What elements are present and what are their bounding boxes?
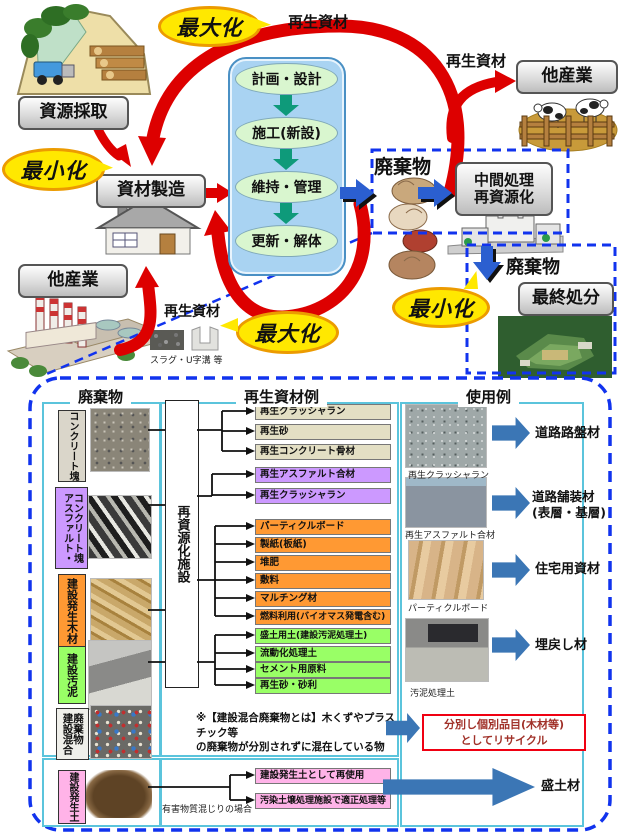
recycled-material-label-right: 再生資材	[446, 52, 507, 70]
intermediate-processing-box: 中間処理 再資源化	[455, 162, 553, 216]
truck-silhouette	[428, 624, 478, 642]
material-box: 燃料利用(バイオマス発電含む)	[255, 609, 391, 625]
material-box: 製紙(板紙)	[255, 537, 391, 553]
house-illustration	[94, 196, 202, 255]
material-box: 汚染土壌処理施設で適正処理等	[255, 793, 391, 809]
material-box: 盛土用土(建設汚泥処理土)	[255, 628, 391, 644]
table-connectors	[148, 410, 246, 801]
waste-label-soil: 建設発生土	[58, 770, 86, 824]
stage-maintenance: 維持・管理	[235, 171, 338, 203]
material-manufacturing-box: 資材製造	[96, 174, 206, 208]
minimize-balloon-right: 最小化	[392, 287, 490, 328]
usage-label-roadbase: 道路路盤材	[535, 426, 601, 441]
mixed-waste-photo	[90, 705, 152, 759]
waste-label-wood: 建設発生木材	[58, 574, 86, 648]
recycled-material-label-top: 再生資材	[288, 13, 349, 31]
treated-sludge-caption: 汚泥処理土	[410, 689, 456, 699]
farm-illustration	[518, 98, 618, 152]
crusher-run-photo	[405, 404, 487, 468]
usage-label-embankment: 盛土材	[541, 779, 581, 794]
material-box: 敷料	[255, 573, 391, 589]
stage-renewal-demolition: 更新・解体	[235, 225, 338, 257]
asphalt-mix-caption: 再生アスファルト合材	[405, 531, 496, 541]
material-box: 再生砂	[255, 424, 391, 440]
material-box: 建設発生土として再使用	[255, 768, 391, 784]
crusher-run-caption: 再生クラッシャラン	[408, 471, 490, 481]
particle-board-caption: パーティクルボード	[408, 604, 489, 614]
recycling-facility-box: 再資源化施設	[165, 400, 199, 688]
waste-label-right: 廃棄物	[506, 257, 560, 278]
other-industry-left-box: 他産業	[18, 264, 128, 298]
recycled-material-label-bottomleft: 再生資材	[164, 304, 220, 320]
sludge-photo	[88, 640, 152, 710]
material-box: 再生コンクリート骨材	[255, 444, 391, 460]
concrete-rubble-photo	[90, 408, 150, 472]
material-box: セメント用原料	[255, 662, 391, 678]
waste-label-sludge: 建設汚泥	[58, 646, 86, 704]
flow-blue-arrows	[340, 179, 504, 283]
slag-caption: スラグ・U字溝 等	[150, 356, 223, 366]
final-disposal-box: 最終処分	[518, 282, 614, 316]
asphalt-lump-photo	[88, 495, 152, 559]
particle-board-photo	[408, 540, 484, 600]
waste-label-concrete: コンクリート塊	[58, 410, 86, 482]
u-channel-illustration	[191, 326, 219, 351]
material-box: 流動化処理土	[255, 646, 391, 662]
hazard-caption: 有害物質混じりの場合	[162, 805, 253, 815]
usage-label-housing: 住宅用資材	[535, 562, 601, 577]
surplus-soil-photo	[86, 770, 152, 818]
cycle-down-arrows	[273, 95, 299, 224]
quarry-illustration	[16, 4, 152, 95]
table-connector-arrowheads	[246, 407, 255, 804]
sorted-recycle-box: 分別し個別品目(木材等) としてリサイクル	[422, 714, 586, 751]
material-box: 堆肥	[255, 555, 391, 571]
stage-construction: 施工(新設)	[235, 117, 338, 149]
material-box: 再生アスファルト合材	[255, 467, 391, 483]
material-box: 再生砂・砂利	[255, 678, 391, 694]
usage-label-pavement: 道路舗装材 (表層・基層)	[532, 489, 606, 520]
mixed-waste-note: ※【建設混合廃棄物とは】木くずやプラスチック等 の廃棄物が分別されずに混在してい…	[196, 712, 395, 754]
usage-label-backfill: 埋戻し材	[535, 638, 588, 653]
usage-header: 使用例	[458, 386, 520, 407]
waste-label-mid: 廃棄物	[374, 156, 432, 178]
materials-header: 再生資材例	[236, 386, 328, 407]
minimize-balloon-left: 最小化	[2, 148, 105, 191]
material-box: パーティクルボード	[255, 519, 391, 535]
other-industry-right-box: 他産業	[516, 60, 618, 94]
resource-extraction-box: 資源採取	[18, 96, 129, 130]
asphalt-mix-photo	[405, 477, 487, 528]
landfill-photo	[498, 316, 612, 378]
waste-pile-illustration	[388, 177, 438, 280]
maximize-balloon-bottom: 最大化	[236, 311, 339, 354]
waste-header: 廃棄物	[70, 386, 132, 407]
waste-label-mixed: 建設混合 廃棄物	[56, 708, 89, 760]
stage-plan-design: 計画・設計	[235, 63, 338, 95]
material-box: マルチング材	[255, 591, 391, 607]
red-arrowheads	[111, 70, 516, 288]
waste-label-asphalt-concrete: アスファルト・ コンクリート塊	[55, 487, 88, 569]
maximize-balloon-top: 最大化	[158, 6, 261, 47]
material-box: 再生クラッシャラン	[255, 488, 391, 504]
slag-illustration	[150, 330, 184, 350]
